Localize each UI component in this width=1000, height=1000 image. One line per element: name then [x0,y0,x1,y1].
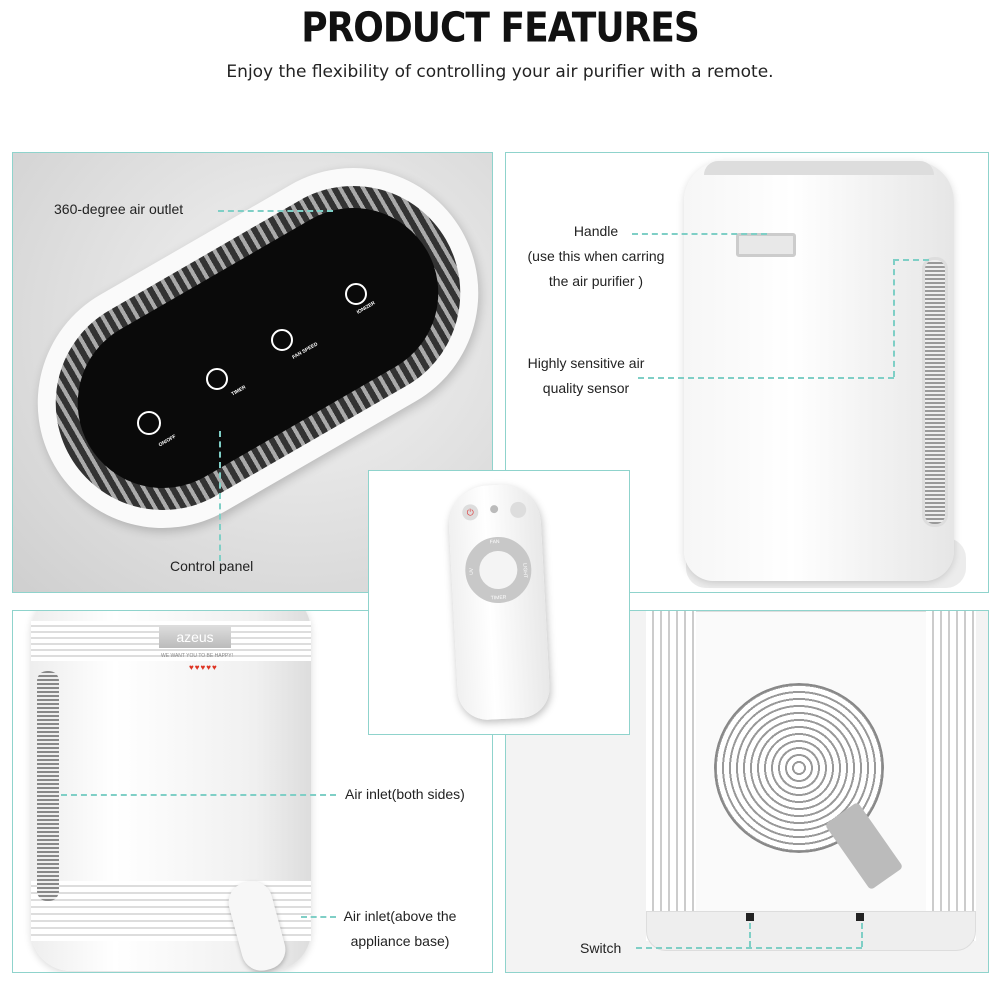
callout-line [632,233,767,235]
callout-line [61,794,336,796]
callout-line [749,923,751,947]
right-frame [926,611,976,941]
callout-line [861,923,863,947]
callout-line [636,947,862,949]
top-vent [704,161,934,175]
front-view-image: azeus WE WANT YOU TO BE HAPPY! ♥♥♥♥♥ Air… [12,610,493,973]
callout-handle-3: the air purifier ) [548,273,644,289]
side-inlet [922,257,948,527]
rating-hearts: ♥♥♥♥♥ [189,663,218,672]
remote-light-label: LIGHT [521,563,529,579]
left-frame [646,611,696,941]
fan-icon [271,329,293,351]
callout-line [893,259,895,377]
callout-sensor-2: quality sensor [542,380,630,396]
control-panel-display [46,176,470,520]
switch-right [856,913,864,921]
callout-control-panel: Control panel [170,558,254,574]
brand-logo: azeus [176,629,214,645]
remote-image: ⏻ FAN LIGHT TIMER UV [368,470,630,735]
fan-grille [714,683,884,853]
page-subtitle: Enjoy the flexibility of controlling you… [226,62,774,82]
page-title: PRODUCT FEATURES [301,4,700,53]
side-inlet [37,671,59,901]
power-button: ⏻ [461,503,479,521]
callout-inlet-sides: Air inlet(both sides) [345,786,465,802]
remote-uv-label: UV [468,567,476,576]
brand-plate: azeus [159,626,231,648]
handle-slot [736,233,796,257]
mode-button [509,501,527,519]
callout-line [638,377,894,379]
callout-sensor-1: Highly sensitive air [527,355,645,371]
callout-line [893,259,929,261]
callout-switch: Switch [580,940,622,956]
remote-body: ⏻ FAN LIGHT TIMER UV [446,482,552,722]
callout-line [301,916,336,918]
brand-tagline: WE WANT YOU TO BE HAPPY! [161,653,233,659]
indicator-light [489,504,499,514]
ionizer-icon [345,283,367,305]
base-tray [646,911,976,951]
callout-inlet-base-2: appliance base) [350,933,450,949]
side-view-image: Handle (use this when carring the air pu… [505,152,989,593]
callout-line [218,210,333,212]
remote-timer-label: TIMER [490,594,507,602]
control-panel-image: ON/OFF TIMER FAN SPEED IONIZER 360-degre… [12,152,493,593]
callout-air-outlet: 360-degree air outlet [54,201,184,217]
callout-handle-2: (use this when carring [527,248,665,264]
callout-line [219,431,221,561]
callout-inlet-base-1: Air inlet(above the [343,908,457,924]
timer-icon [206,368,228,390]
switch-left [746,913,754,921]
power-icon [137,411,161,435]
remote-fan-label: FAN [489,538,500,546]
callout-handle-1: Handle [573,223,619,239]
purifier-body [684,161,954,581]
